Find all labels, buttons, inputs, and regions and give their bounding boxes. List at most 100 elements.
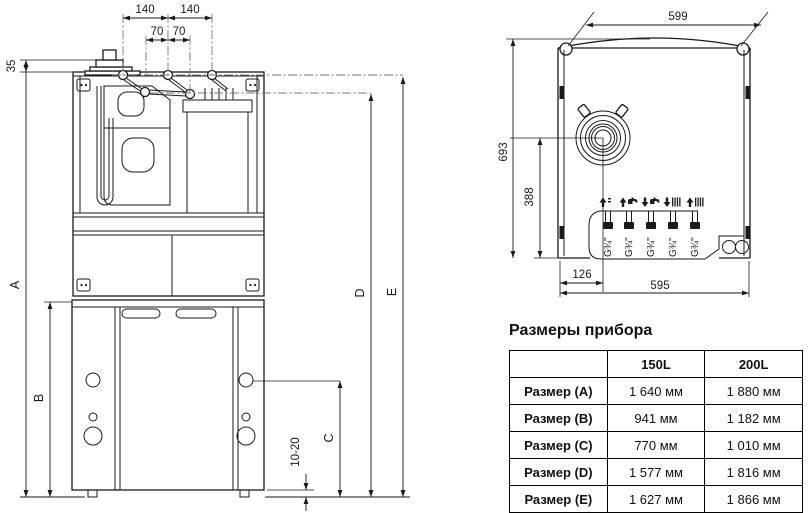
top-view-drawing: G¾" G¾" G¾" G¾" G¾" <box>498 11 769 297</box>
value-200l: 1 182 мм <box>704 404 803 432</box>
arrow-down-radiator-icon <box>663 197 681 207</box>
value-200l: 1 010 мм <box>704 431 803 459</box>
dim-label: 35 <box>6 60 18 73</box>
table-row: Размер (B) 941 мм 1 182 мм <box>509 404 803 432</box>
table-title: Размеры прибора <box>509 322 653 339</box>
row-label: Размер (D) <box>509 458 608 486</box>
value-150l: 1 640 мм <box>606 377 706 405</box>
adjustable-foot <box>239 489 250 498</box>
row-label: Размер (E) <box>509 485 608 513</box>
pipe-connection: G¾" <box>668 211 679 257</box>
cable-grommet <box>735 240 749 254</box>
dimension-foot-range: 10-20 <box>267 437 314 511</box>
storage-tank-body <box>71 299 265 498</box>
value-200l: 1 880 мм <box>704 377 803 405</box>
dim-label: 126 <box>572 269 591 281</box>
lid-screw <box>559 42 573 56</box>
vent-slot <box>121 308 161 319</box>
pipe-connection: G¾" <box>690 211 701 257</box>
dim-label: 140 <box>135 4 154 16</box>
dimensions-table: 150L 200L Размер (A) 1 640 мм 1 880 мм Р… <box>509 350 803 513</box>
dimension-70-left: 70 <box>146 26 168 43</box>
hinge-mark <box>745 86 750 99</box>
dim-label: A <box>8 280 22 289</box>
front-view-drawing: 140 140 70 70 35 A B C D E <box>6 4 410 511</box>
dimensions-table-section: Размеры прибора 150L 200L Размер (A) 1 6… <box>509 322 807 513</box>
value-150l: 1 627 мм <box>606 485 706 513</box>
table-row: Размер (D) 1 577 мм 1 816 мм <box>509 458 803 486</box>
dim-label: 70 <box>151 26 164 38</box>
hinge-mark <box>745 226 750 239</box>
table-row: Размер (E) 1 627 мм 1 866 мм <box>509 485 803 513</box>
dimension-e: E <box>385 77 406 497</box>
dimension-70-right: 70 <box>168 26 190 43</box>
expansion-vessel <box>182 88 253 214</box>
table-row: Размер (C) 770 мм 1 010 мм <box>509 431 803 459</box>
cable-grommet <box>722 240 736 254</box>
boiler-cabinet <box>72 71 265 297</box>
dim-label: 693 <box>498 142 510 161</box>
flue-clip <box>577 103 591 118</box>
dim-label: 595 <box>650 280 669 292</box>
dim-label: B <box>32 394 46 402</box>
dim-label: 599 <box>668 11 687 23</box>
pipe-connection: G¾" <box>646 211 657 257</box>
table-corner-cell <box>509 350 608 378</box>
arrow-down-faucet-icon <box>641 197 660 207</box>
corner-bracket <box>245 278 260 292</box>
row-label: Размер (A) <box>509 377 608 405</box>
table-row: Размер (A) 1 640 мм 1 880 мм <box>509 377 803 405</box>
thread-label: G¾" <box>690 237 701 257</box>
value-200l: 1 816 мм <box>704 458 803 486</box>
arrow-up-radiator-icon <box>686 197 704 207</box>
dimension-c: C <box>253 380 343 497</box>
hinge-mark <box>559 226 564 239</box>
dim-label: C <box>322 433 336 442</box>
dimension-140-left: 140 <box>123 4 168 21</box>
thread-label: G¾" <box>603 237 614 257</box>
cabinet-lid <box>557 37 751 56</box>
u-pipe <box>96 86 114 206</box>
arrow-up-vent-icon <box>599 197 611 207</box>
hinge-mark <box>559 86 564 99</box>
pipe-connection: G¾" <box>603 211 614 257</box>
value-150l: 770 мм <box>606 431 706 459</box>
centerlines <box>112 14 403 94</box>
value-200l: 1 866 мм <box>704 485 803 513</box>
column-header-150l: 150L <box>606 350 706 378</box>
flue-opening <box>510 103 631 292</box>
dim-label: 70 <box>173 26 186 38</box>
value-150l: 1 577 мм <box>606 458 706 486</box>
pipe-connection: G¾" <box>624 211 635 257</box>
dim-label: 10-20 <box>290 437 302 466</box>
arrow-up-faucet-icon <box>619 197 638 207</box>
dim-label: 388 <box>524 187 536 206</box>
flue-clip <box>615 103 629 118</box>
thread-label: G¾" <box>624 237 635 257</box>
vent-slot <box>175 308 217 319</box>
dimension-a: A <box>8 60 29 497</box>
lid-screw <box>736 42 750 56</box>
dimension-d: D <box>353 94 374 497</box>
dimension-599: 599 <box>567 11 769 47</box>
cabinet-body <box>557 48 751 259</box>
corner-bracket <box>76 278 91 292</box>
row-label: Размер (B) <box>509 404 608 432</box>
dim-label: 140 <box>180 4 199 16</box>
dimension-595: 595 <box>560 261 750 297</box>
dim-label: E <box>385 288 399 296</box>
thread-label: G¾" <box>668 237 679 257</box>
dimension-140-right: 140 <box>168 4 212 21</box>
dimension-126: 126 <box>559 261 603 297</box>
column-header-200l: 200L <box>704 350 803 378</box>
dimension-35: 35 <box>6 59 102 73</box>
corner-bracket <box>76 78 91 92</box>
corner-bracket <box>245 78 260 92</box>
dimension-693: 693 <box>498 38 650 258</box>
dim-label: D <box>353 288 367 297</box>
heat-exchanger-assembly <box>96 85 171 206</box>
dimension-388: 388 <box>524 138 558 259</box>
pipe-connections: G¾" G¾" G¾" G¾" G¾" <box>603 211 701 257</box>
thread-label: G¾" <box>646 237 657 257</box>
